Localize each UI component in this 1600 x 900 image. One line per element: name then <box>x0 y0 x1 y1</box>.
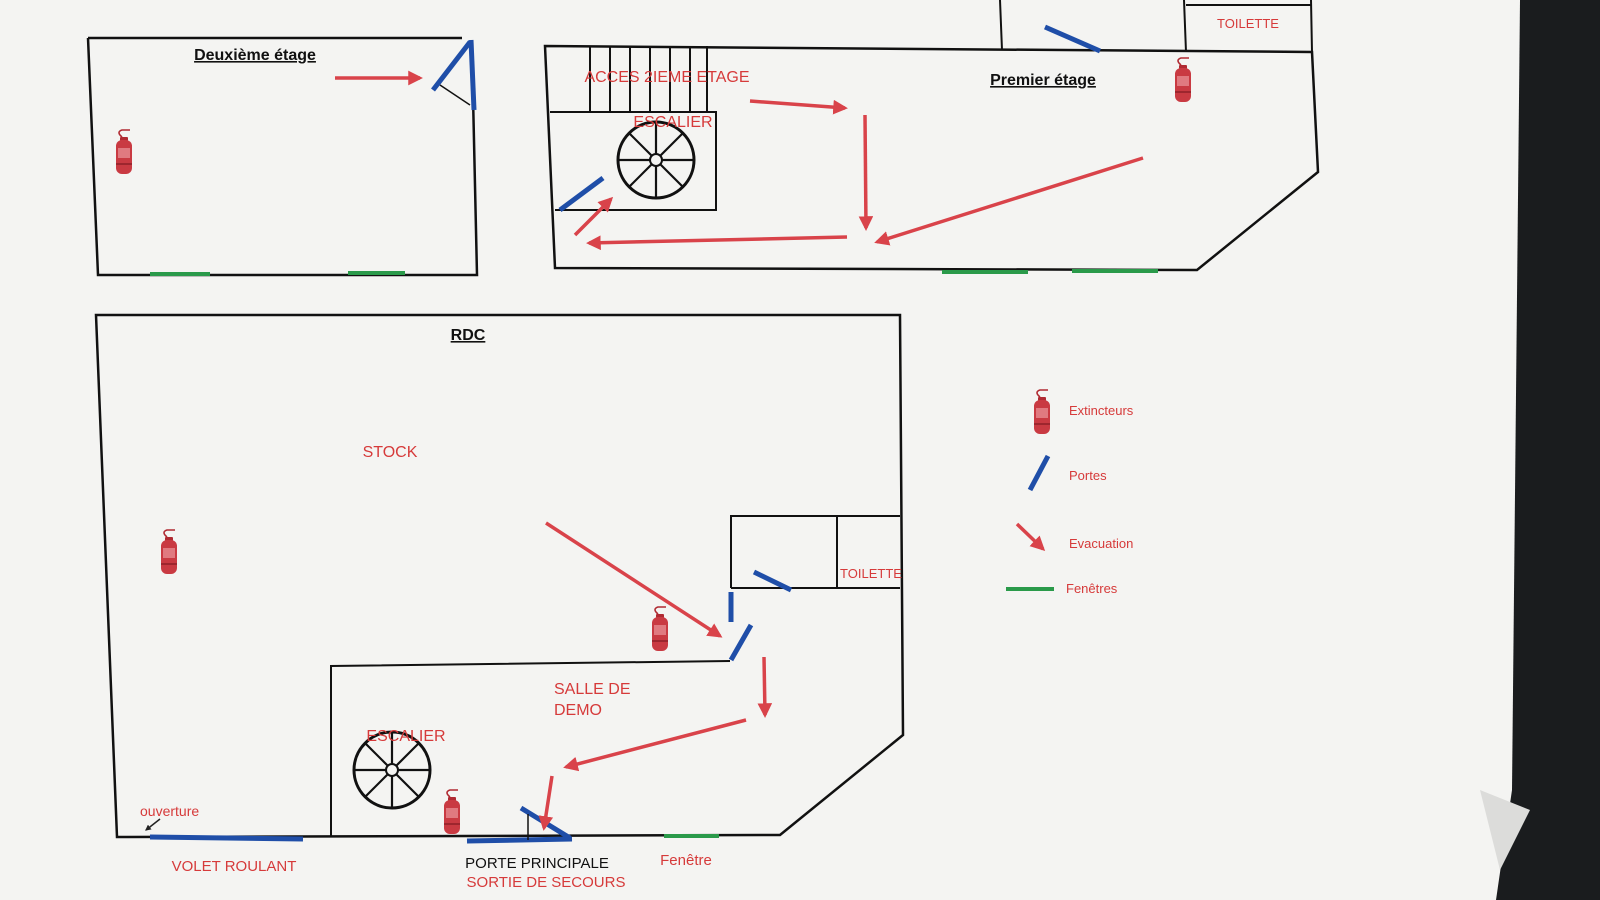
first-floor-walls <box>543 44 1320 272</box>
door-mark <box>558 175 605 213</box>
evacuation-arrow <box>586 235 848 251</box>
door-mark <box>468 39 477 111</box>
opening-label: ouverture <box>140 803 199 819</box>
shutter-door-mark <box>149 834 304 842</box>
first-floor-title: Premier étage <box>990 72 1096 89</box>
ground-toilet-label: TOILETTE <box>840 566 902 581</box>
ground-stair-label: ESCALIER <box>366 728 445 745</box>
evacuation-arrow <box>573 196 614 237</box>
legend-evacuation-icon <box>1015 522 1046 552</box>
stock-label: STOCK <box>363 444 418 461</box>
legend: Extincteurs Portes Evacuation Fenêtres <box>1006 389 1134 596</box>
evacuation-arrow <box>538 775 554 831</box>
demo-room-walls <box>330 660 731 837</box>
door-swing <box>439 84 471 106</box>
legend-extinguishers-label: Extincteurs <box>1069 403 1134 418</box>
evacuation-arrow <box>858 114 874 231</box>
door-mark <box>728 623 754 662</box>
ground-floor-walls <box>94 313 905 839</box>
toilet-partition <box>731 516 900 589</box>
second-floor-walls <box>86 36 479 277</box>
demo-room-label-line1: SALLE DE <box>554 681 630 698</box>
evacuation-arrow <box>757 656 773 718</box>
toilet-block-walls <box>730 515 900 588</box>
evacuation-arrow <box>749 99 848 115</box>
demo-room-label-line2: DEMO <box>554 702 602 719</box>
window-label: Fenêtre <box>660 852 712 869</box>
first-floor-stair-label: ESCALIER <box>633 114 712 131</box>
door-mark <box>431 40 472 92</box>
paper-sheet <box>0 0 1520 900</box>
legend-evacuation-label: Evacuation <box>1069 536 1133 551</box>
door-mark <box>1044 24 1101 54</box>
ground-floor-plan: RDC STOCK TOILETTE SALLE DE DEMO ESCALIE… <box>94 313 905 891</box>
legend-door-icon <box>1027 454 1051 492</box>
first-floor-plan: TOILETTE ACCES 2IEME ETAGE ESCALIER Prem… <box>543 0 1320 274</box>
toilet-walls <box>999 0 1313 53</box>
evacuation-arrow <box>563 718 747 772</box>
second-floor-title: Deuxième étage <box>194 47 316 64</box>
opening-pointer <box>145 818 161 831</box>
first-floor-toilet-label: TOILETTE <box>1217 16 1279 31</box>
ground-floor-title: RDC <box>451 327 486 344</box>
second-floor-plan: Deuxième étage <box>86 36 479 277</box>
main-door-mark <box>466 836 573 844</box>
legend-doors-label: Portes <box>1069 468 1107 483</box>
evacuation-arrow <box>545 521 723 638</box>
access-second-floor-label: ACCES 2IEME ETAGE <box>584 69 749 86</box>
emergency-exit-label: SORTIE DE SECOURS <box>467 874 626 891</box>
evacuation-arrow <box>874 156 1144 246</box>
main-door-label: PORTE PRINCIPALE <box>465 855 609 872</box>
door-mark <box>752 569 793 593</box>
access-stair-steps <box>589 46 708 112</box>
rolling-shutter-label: VOLET ROULANT <box>172 858 297 875</box>
paper-fold <box>1480 790 1530 870</box>
legend-windows-label: Fenêtres <box>1066 581 1118 596</box>
stair-room-walls <box>550 111 717 211</box>
